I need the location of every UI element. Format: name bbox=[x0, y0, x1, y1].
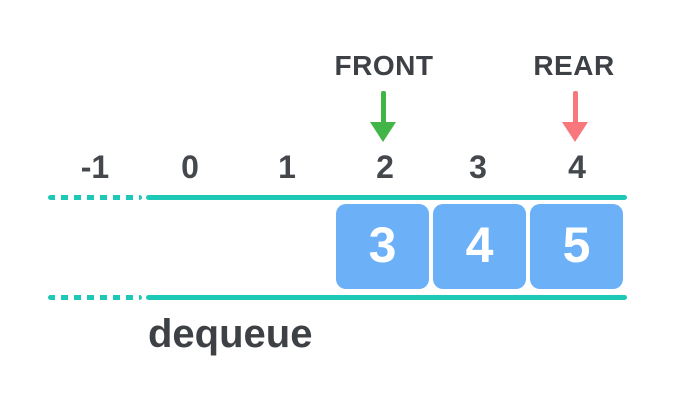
index-label-4: 4 bbox=[568, 149, 586, 185]
bottom-rail-dashed-segment bbox=[48, 295, 142, 300]
operation-caption: dequeue bbox=[148, 312, 313, 356]
bottom-rail-line bbox=[146, 295, 627, 300]
cell-value: 5 bbox=[562, 216, 591, 273]
rear-pointer-label: REAR bbox=[533, 50, 615, 81]
rear-arrow-head bbox=[562, 122, 588, 142]
index-label-1: 1 bbox=[278, 149, 296, 185]
queue-cell: 5 bbox=[530, 204, 623, 289]
rear-arrow-down-icon bbox=[562, 91, 589, 143]
front-arrow-shaft bbox=[381, 91, 386, 124]
top-rail-dashed-segment bbox=[48, 195, 142, 200]
queue-cell: 4 bbox=[433, 204, 526, 289]
front-arrow-head bbox=[370, 122, 396, 142]
queue-cell: 3 bbox=[336, 204, 429, 289]
top-rail-line bbox=[146, 195, 627, 200]
index-label-neg1: -1 bbox=[80, 149, 110, 185]
front-arrow-down-icon bbox=[370, 91, 397, 143]
index-label-0: 0 bbox=[181, 149, 199, 185]
index-label-3: 3 bbox=[469, 149, 487, 185]
index-label-2: 2 bbox=[376, 149, 394, 185]
cell-value: 3 bbox=[368, 216, 397, 273]
front-pointer-label: FRONT bbox=[334, 50, 434, 81]
rear-arrow-shaft bbox=[573, 91, 578, 124]
cell-value: 4 bbox=[465, 216, 494, 273]
